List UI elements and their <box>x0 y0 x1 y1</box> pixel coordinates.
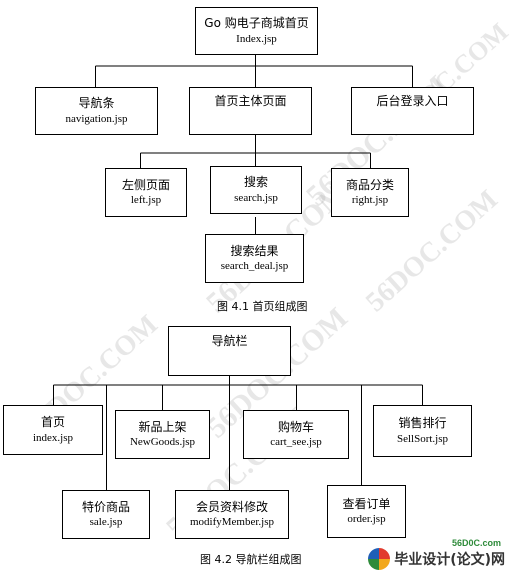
node-admin-login: 后台登录入口 <box>351 87 474 135</box>
figure-caption: 图 4.2 导航栏组成图 <box>200 553 302 566</box>
node-cart: 购物车 cart_see.jsp <box>243 410 349 459</box>
node-label: 特价商品 <box>81 499 130 514</box>
brand-text: 毕业设计(论文)网 <box>394 552 505 568</box>
node-file: Index.jsp <box>236 32 277 45</box>
node-file: left.jsp <box>130 194 162 207</box>
node-label: 后台登录入口 <box>376 94 449 108</box>
node-new-goods: 新品上架 NewGoods.jsp <box>115 410 210 459</box>
node-left: 左侧页面 left.jsp <box>105 168 187 217</box>
node-category: 商品分类 right.jsp <box>331 168 409 217</box>
node-file: SellSort.jsp <box>396 432 449 445</box>
node-label: 导航条 <box>78 96 115 111</box>
node-file: sale.jsp <box>89 516 123 529</box>
node-navigation: 导航条 navigation.jsp <box>35 87 158 135</box>
node-label: 搜索结果 <box>230 243 279 258</box>
node-file: index.jsp <box>32 431 74 444</box>
logo-icon <box>368 548 391 570</box>
node-sale: 特价商品 sale.jsp <box>62 490 150 539</box>
brand-logo: 毕业设计(论文)网 <box>368 548 505 570</box>
node-file: order.jsp <box>347 513 386 526</box>
node-search: 搜索 search.jsp <box>210 166 302 214</box>
node-label: 导航栏 <box>211 334 248 348</box>
node-file: navigation.jsp <box>65 112 128 125</box>
node-file: modifyMember.jsp <box>189 516 275 529</box>
node-label: 首页 <box>40 415 65 430</box>
node-file: cart_see.jsp <box>270 436 322 449</box>
node-label: 购物车 <box>277 419 314 434</box>
node-label: Go 购电子商城首页 <box>204 16 309 31</box>
node-navbar: 导航栏 <box>168 326 291 376</box>
node-home: 首页 index.jsp <box>3 405 103 455</box>
node-search-result: 搜索结果 search_deal.jsp <box>205 234 304 283</box>
node-label: 搜索 <box>243 175 268 190</box>
node-label: 商品分类 <box>345 177 394 192</box>
node-file: NewGoods.jsp <box>129 436 196 449</box>
node-order: 查看订单 order.jsp <box>327 485 406 538</box>
node-label: 左侧页面 <box>121 177 170 192</box>
node-file: search_deal.jsp <box>220 260 289 273</box>
node-label: 查看订单 <box>342 496 391 511</box>
node-label: 新品上架 <box>138 419 187 434</box>
node-index: Go 购电子商城首页 Index.jsp <box>195 7 318 55</box>
figure-caption: 图 4.1 首页组成图 <box>217 300 308 313</box>
node-label: 销售排行 <box>398 416 447 431</box>
node-file: search.jsp <box>234 191 278 204</box>
node-modify-member: 会员资料修改 modifyMember.jsp <box>175 490 289 539</box>
node-file: right.jsp <box>351 194 389 207</box>
brand-site: 56D0C.com <box>451 538 501 548</box>
node-main-page: 首页主体页面 <box>189 87 312 135</box>
node-label: 首页主体页面 <box>214 94 287 108</box>
node-label: 会员资料修改 <box>195 499 268 514</box>
node-sell-sort: 销售排行 SellSort.jsp <box>373 405 472 457</box>
